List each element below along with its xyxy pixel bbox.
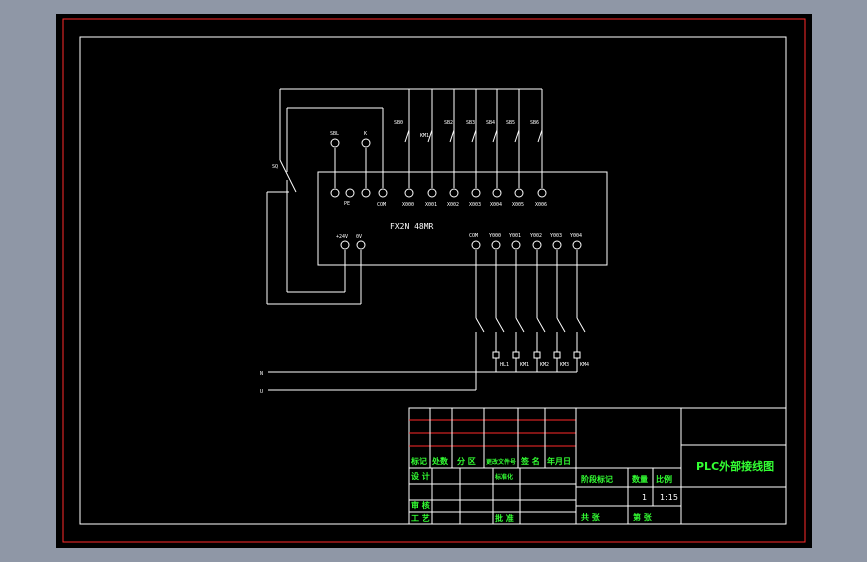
terminal-x000: X000 <box>402 202 414 208</box>
tb-header-change: 更改文件号 <box>486 458 516 466</box>
terminal-24v: +24V <box>336 234 348 240</box>
tb-qty-value: 1 <box>642 493 647 502</box>
terminal-x005: X005 <box>512 202 524 208</box>
input-label-0: SB0 <box>394 120 403 126</box>
input-label-5: SB5 <box>506 120 515 126</box>
schematic-wires <box>266 88 586 391</box>
terminal-y001: Y001 <box>509 233 521 239</box>
terminal-y002: Y002 <box>530 233 542 239</box>
title-block <box>408 407 787 525</box>
tb-sheet-no: 第 张 <box>633 512 653 522</box>
tb-header-date: 年月日 <box>547 456 571 466</box>
drawing-title: PLC外部接线图 <box>696 459 774 473</box>
tb-stage-mark: 阶段标记 <box>581 474 613 484</box>
plc-terminals <box>330 138 582 250</box>
tb-row-approve: 批 准 <box>495 513 514 523</box>
terminal-com-out: COM <box>469 233 478 239</box>
coil-label-3: KM3 <box>560 362 569 368</box>
terminal-y004: Y004 <box>570 233 582 239</box>
terminal-x001: X001 <box>425 202 437 208</box>
supply-line-u: U <box>260 389 263 395</box>
terminal-x006: X006 <box>535 202 547 208</box>
plc-model-label: FX2N 48MR <box>390 222 434 231</box>
tb-row-review: 审 核 <box>411 500 430 510</box>
terminal-y003: Y003 <box>550 233 562 239</box>
switch-label: SQ <box>272 164 278 170</box>
tb-header-zone: 分 区 <box>457 456 476 466</box>
terminal-x004: X004 <box>490 202 502 208</box>
tb-scale-value: 1:15 <box>660 493 678 502</box>
terminal-0v: 0V <box>356 234 362 240</box>
tb-scale-label: 比例 <box>656 474 672 484</box>
tb-header-mark: 标记 <box>410 456 427 466</box>
supply-line-n: N <box>260 371 263 377</box>
terminal-y000: Y000 <box>489 233 501 239</box>
terminal-x002: X002 <box>447 202 459 208</box>
power-label-l: SBL <box>330 131 339 137</box>
coil-label-1: KM1 <box>520 362 529 368</box>
tb-qty-label: 数量 <box>632 474 648 484</box>
terminal-com-in: COM <box>377 202 386 208</box>
coil-label-4: KM4 <box>580 362 589 368</box>
tb-header-count: 处数 <box>431 456 449 466</box>
coil-label-0: HL1 <box>500 362 509 368</box>
input-label-6: SB6 <box>530 120 539 126</box>
input-label-3: SB3 <box>466 120 475 126</box>
terminal-x003: X003 <box>469 202 481 208</box>
sheet-red-border <box>62 18 806 543</box>
tb-header-sign: 签 名 <box>520 456 540 466</box>
terminal-pe: PE <box>344 201 350 207</box>
coil-label-2: KM2 <box>540 362 549 368</box>
power-label-k: K <box>364 131 367 137</box>
plc-box <box>317 171 608 266</box>
tb-row-design: 设 计 <box>411 471 430 481</box>
tb-row-process: 工 艺 <box>411 513 430 523</box>
extra-label: KM1 <box>420 133 429 139</box>
input-label-2: SB2 <box>444 120 453 126</box>
tb-row-standard: 标准化 <box>494 473 513 481</box>
input-label-4: SB4 <box>486 120 495 126</box>
tb-total-sheets: 共 张 <box>581 512 601 522</box>
drawing-sheet <box>56 14 812 548</box>
